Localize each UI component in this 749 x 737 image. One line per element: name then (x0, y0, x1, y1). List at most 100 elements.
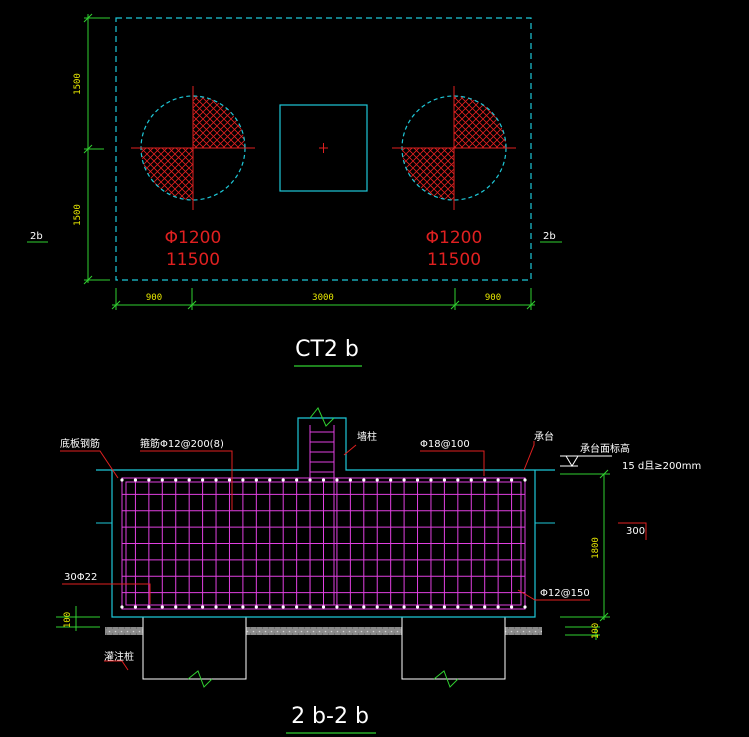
rebar-dot (375, 478, 379, 482)
rebar-dot (308, 478, 312, 482)
cap-outline (115, 17, 532, 281)
pile-section-right (401, 616, 506, 680)
pile-right-diameter: Φ1200 (426, 228, 483, 248)
rebar-dot (496, 605, 500, 609)
rebar-dot (415, 478, 420, 482)
rebar-dot (442, 605, 446, 609)
rebar-dot (375, 605, 379, 609)
section-mark-left: 2b (30, 231, 43, 242)
rebar-dot (160, 478, 164, 482)
rebar-dot (241, 478, 245, 482)
rebar-grid (120, 477, 527, 610)
section-view: 1800 100 100 300 底板钢筋 箍筋Φ12@200(8) 墙柱 Φ1… (56, 407, 701, 734)
rebar-dot (496, 478, 500, 482)
rebar-dot (469, 605, 473, 609)
rebar-dot (348, 605, 352, 609)
rebar-dot (160, 605, 164, 609)
rebar-dot (321, 605, 326, 609)
rebar-dot (509, 478, 514, 482)
rebar-dot (402, 478, 406, 482)
rebar-dot (509, 605, 514, 609)
rebar-dot (402, 605, 406, 609)
label-bars: 30Φ22 (64, 572, 97, 583)
rebar-dot (201, 605, 205, 609)
elevation-symbol (560, 455, 612, 467)
dim-top-text: 1500 (73, 73, 83, 95)
pile-left-diameter: Φ1200 (165, 228, 222, 248)
rebar-dot (523, 478, 527, 482)
rebar-dot (187, 605, 191, 609)
dim-right-text: 900 (485, 293, 501, 303)
label-wall-column: 墙柱 (357, 430, 377, 443)
rebar-dot (120, 605, 124, 609)
rebar-dot (147, 478, 151, 482)
label-bottom-rebar: 底板钢筋 (60, 437, 100, 450)
section-dimensions (56, 469, 610, 640)
rebar-dot (295, 478, 299, 482)
dim-center-text: 3000 (312, 293, 334, 303)
label-300: 300 (626, 526, 645, 537)
rebar-dot (442, 478, 446, 482)
section-mark-right: 2b (543, 231, 556, 242)
label-top-rebar: Φ18@100 (420, 439, 470, 450)
rebar-dot (389, 605, 393, 609)
rebar-dot (174, 605, 178, 609)
rebar-dot (133, 478, 138, 482)
gravel-bedding (105, 627, 542, 635)
rebar-dot (295, 605, 299, 609)
rebar-dot (214, 605, 218, 609)
rebar-dot (187, 478, 191, 482)
rebar-dot (254, 605, 258, 609)
dim-left-text: 900 (146, 293, 162, 303)
rebar-dot (335, 605, 339, 609)
label-cap-top-level: 承台面标高 (580, 442, 630, 455)
rebar-dot (174, 478, 178, 482)
section-title: 2 b-2 b (291, 704, 369, 729)
dim-1800-text: 1800 (591, 537, 601, 559)
label-anchor: 15 d且≥200mm (622, 460, 701, 472)
rebar-dot (147, 605, 151, 609)
rebar-dot (456, 478, 460, 482)
rebar-dot (389, 478, 393, 482)
dim-bottom-text: 1500 (73, 204, 83, 226)
pile-left (131, 86, 255, 210)
rebar-dot (362, 478, 366, 482)
rebar-dot (120, 478, 124, 482)
rebar-dot (483, 605, 487, 609)
rebar-dot (241, 605, 245, 609)
rebar-dot (456, 605, 460, 609)
rebar-dot (281, 478, 285, 482)
rebar-dot (523, 605, 527, 609)
pile-section-left (142, 616, 247, 680)
rebar-dot (321, 478, 326, 482)
rebar-dot (281, 605, 285, 609)
label-side-rebar: Φ12@150 (540, 588, 590, 599)
dim-100-right-text: 100 (591, 623, 601, 639)
rebar-dot (227, 478, 232, 482)
dim-100-left-text: 100 (63, 612, 73, 628)
rebar-dot (268, 605, 272, 609)
rebar-dot (201, 478, 205, 482)
rebar-dot (133, 605, 138, 609)
label-stirrup: 箍筋Φ12@200(8) (140, 437, 224, 450)
pile-right-length: 11500 (427, 250, 481, 270)
column-rebar (309, 425, 335, 605)
column-plan (279, 104, 368, 192)
plan-title: CT2 b (295, 337, 359, 362)
pile-right (392, 86, 516, 210)
dimension-horizontal (111, 288, 536, 310)
rebar-dot (254, 478, 258, 482)
rebar-dot (469, 478, 473, 482)
leader-lines (60, 441, 590, 671)
label-pile: 灌注桩 (104, 650, 134, 663)
rebar-dot (415, 605, 420, 609)
rebar-dot (348, 478, 352, 482)
rebar-dot (335, 478, 339, 482)
rebar-dot (268, 478, 272, 482)
rebar-dot (308, 605, 312, 609)
rebar-dot (227, 605, 232, 609)
rebar-dot (429, 605, 433, 609)
pile-left-length: 11500 (166, 250, 220, 270)
rebar-dot (214, 478, 218, 482)
